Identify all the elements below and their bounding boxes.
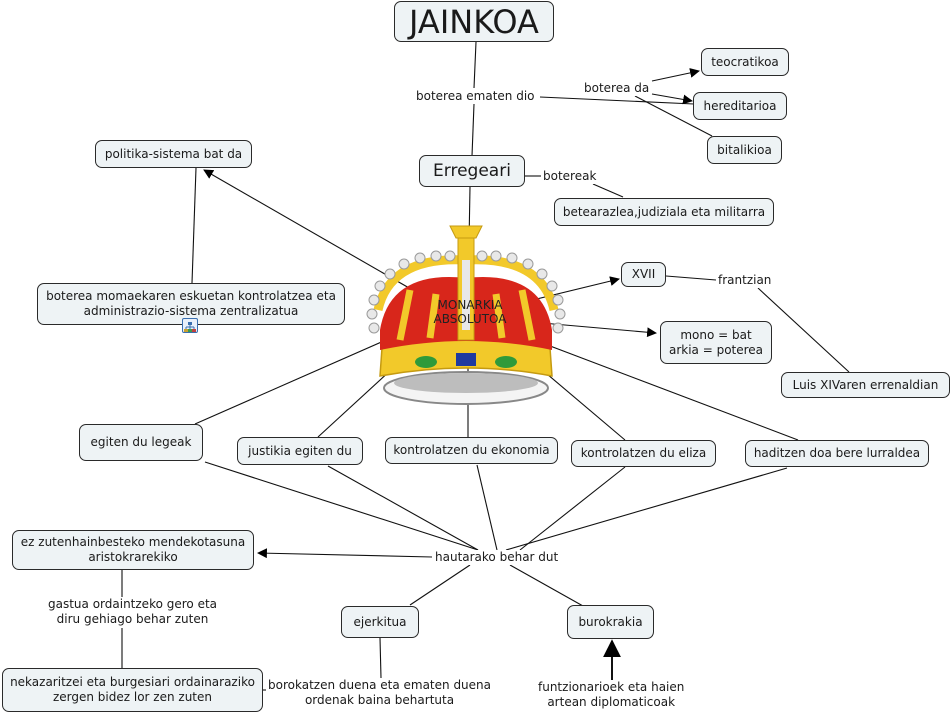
link-boteredada-teocratikoa [651, 68, 700, 82]
link-eliza-hautarako [519, 466, 626, 551]
link-botereak-betearazlea [592, 183, 624, 198]
link-justikia-hautarako [327, 465, 479, 551]
node-ejerkitua[interactable]: ejerkitua [341, 606, 419, 638]
link-label-boterea-ematen-dio: boterea ematen dio [414, 89, 537, 104]
node-justikia[interactable]: justikia egiten du [237, 437, 363, 465]
node-betearazlea[interactable]: betearazlea,judiziala eta militarra [554, 198, 774, 226]
node-ez-zuten[interactable]: ez zutenhainbesteko mendekotasuna aristo… [12, 530, 254, 570]
node-hereditarioa[interactable]: hereditarioa [693, 92, 787, 120]
link-label-borokatzen: borokatzen duena eta ematen duena ordena… [266, 678, 494, 708]
node-mono-bat[interactable]: mono = bat arkia = poterea [660, 321, 772, 364]
node-bitalikioa[interactable]: bitalikioa [707, 136, 782, 164]
link-label-frantzian: frantzian [716, 273, 774, 288]
node-xvii[interactable]: XVII [621, 262, 666, 287]
link-legeak-hautarako [204, 461, 479, 551]
link-label-hautarako-behar-dut: hautarako behar dut [433, 550, 561, 565]
node-eliza[interactable]: kontrolatzen du eliza [571, 440, 716, 467]
node-jainkoa[interactable]: JAINKOA [394, 1, 554, 42]
link-hautarako-ejerkitua [409, 564, 471, 606]
link-ekonomia-hautarako [476, 464, 498, 551]
node-teocratikoa[interactable]: teocratikoa [701, 48, 789, 76]
link-label-funtzionarioek: funtzionarioek eta haien artean diplomat… [536, 680, 687, 710]
crown-image [366, 225, 566, 405]
node-politika-sistema[interactable]: politika-sistema bat da [95, 140, 252, 168]
submap-icon[interactable] [182, 318, 198, 333]
node-luis-xivaren[interactable]: Luis XIVaren errenaldian [781, 372, 950, 398]
link-boterea-erregeari [471, 103, 475, 157]
link-jainkoa-boterea [473, 41, 477, 89]
node-egiten-du-legeak[interactable]: egiten du legeak [79, 424, 203, 461]
node-nekazaritzei[interactable]: nekazaritzei eta burgesiari ordainarazik… [2, 668, 263, 712]
link-monarkia-haditzen [507, 329, 799, 441]
central-concept-monarkia-absolutoa[interactable]: MONARKIA ABSOLUTOA [433, 298, 507, 326]
node-ekonomia[interactable]: kontrolatzen du ekonomia [385, 437, 558, 464]
link-label-gastua: gastua ordaintzeko gero eta diru gehiago… [46, 597, 220, 627]
link-label-botereak: botereak [541, 169, 599, 184]
link-hautarako-burokrakia [509, 564, 584, 607]
node-erregeari[interactable]: Erregeari [419, 155, 525, 187]
link-boterea-hereditarioa [539, 96, 695, 105]
node-boterea-momaekaren[interactable]: boterea momaekaren eskuetan kontrolatzea… [37, 283, 345, 325]
link-boteredada-bitalikioa [634, 95, 713, 137]
link-boteredada-hereditarioa [651, 93, 693, 105]
node-burokrakia[interactable]: burokrakia [567, 605, 654, 639]
link-frantzian-luis [757, 287, 850, 373]
link-xvii-frantzian [665, 275, 717, 281]
link-haditzen-hautarako [505, 467, 788, 551]
link-politika-boterea [191, 167, 197, 284]
link-ejerkitua-borokatzen [379, 637, 382, 679]
link-hautarako-ezzuten [257, 548, 433, 559]
link-label-boterea-da: boterea da [582, 81, 652, 96]
node-haditzen[interactable]: haditzen doa bere lurraldea [745, 440, 929, 467]
